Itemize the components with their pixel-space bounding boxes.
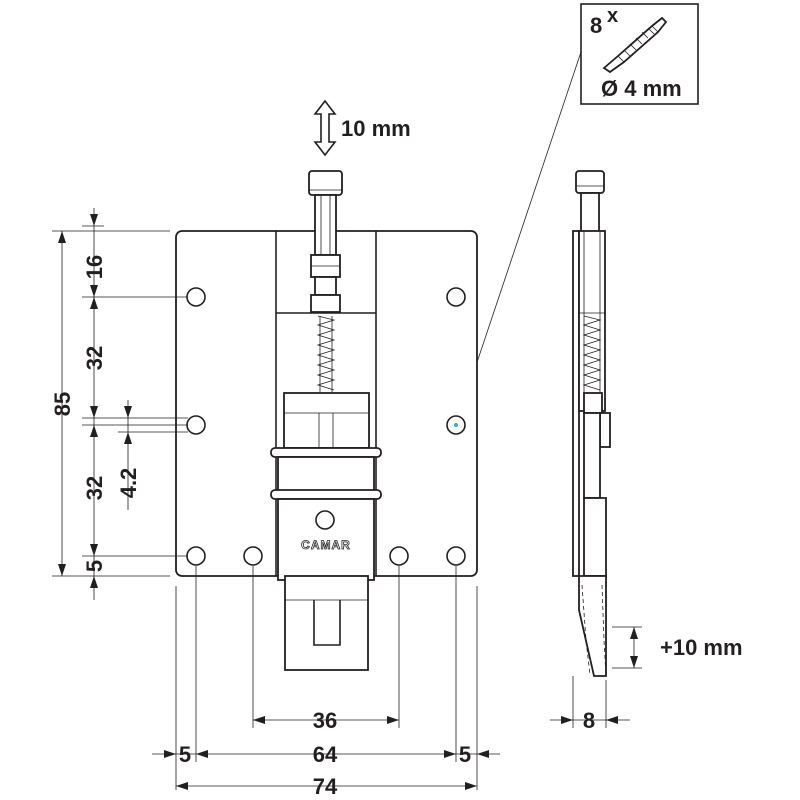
dim-center-width: 36 <box>313 708 337 733</box>
screw-diameter: Ø 4 mm <box>601 76 682 101</box>
dim-height-total: 85 <box>50 392 75 416</box>
side-dimensions: +10 mm 8 <box>550 626 743 733</box>
dim-bottom-offset: 5 <box>82 560 107 572</box>
dim-depth: 8 <box>583 708 595 733</box>
hook-tab <box>284 575 369 671</box>
vertical-adjust-arrow-icon <box>313 99 337 157</box>
screw-callout-box: 8 x Ø 4 mm <box>455 3 699 426</box>
dim-hole-small: 4.2 <box>116 468 141 499</box>
mounting-hole <box>389 546 409 566</box>
hole-marker-dot <box>454 423 458 427</box>
dim-hole-spacing-1: 32 <box>82 346 107 370</box>
left-dimensions: 85 16 32 32 5 4.2 <box>50 208 188 600</box>
side-view <box>572 170 611 677</box>
slider-hole <box>315 510 335 530</box>
front-view: CAMAR <box>175 170 478 671</box>
dim-top-offset: 16 <box>82 255 107 279</box>
mounting-hole <box>446 546 466 566</box>
screw-quantity-suffix: x <box>607 5 618 27</box>
mounting-hole <box>243 546 263 566</box>
slider-block: CAMAR <box>270 392 382 581</box>
adjust-side-label: +10 mm <box>660 635 743 660</box>
mounting-hole <box>186 287 206 307</box>
dim-hole-spacing-2: 32 <box>82 476 107 500</box>
adjust-top-label: 10 mm <box>341 116 411 141</box>
screw-icon <box>602 16 668 74</box>
dim-hole-span: 64 <box>313 742 338 767</box>
mounting-hole <box>186 415 206 435</box>
dim-edge-left: 5 <box>179 742 191 767</box>
mounting-hole <box>186 546 206 566</box>
dim-width-total: 74 <box>313 774 338 799</box>
screw-quantity: 8 <box>590 13 602 38</box>
bottom-dimensions: 36 5 64 5 74 <box>152 566 500 799</box>
mounting-hole <box>446 287 466 307</box>
adjustment-bolt <box>308 170 343 392</box>
brand-logo: CAMAR <box>301 538 351 552</box>
dim-edge-right: 5 <box>459 742 471 767</box>
